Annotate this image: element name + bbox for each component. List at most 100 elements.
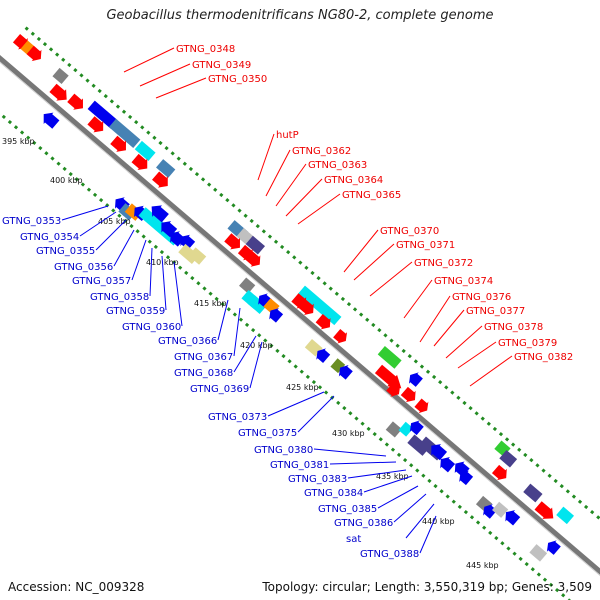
- label-leader: [139, 63, 191, 87]
- label-leader: [249, 341, 263, 389]
- tick-rail-outer: [389, 338, 394, 343]
- gene-label-forward: GTNG_0362: [292, 146, 351, 157]
- tick-rail-outer: [146, 130, 151, 135]
- tick-rail-outer: [352, 307, 358, 312]
- tick-rail-outer: [480, 416, 485, 421]
- tick-rail-inner: [159, 249, 165, 255]
- label-leader: [285, 178, 323, 217]
- tick-rail-outer: [383, 333, 388, 338]
- tick-rail-inner: [469, 515, 475, 520]
- gene-feature: [385, 421, 402, 438]
- tick-rail-outer: [596, 515, 600, 520]
- tick-rail-inner: [202, 286, 207, 291]
- tick-rail-outer: [577, 499, 583, 504]
- tick-rail-inner: [494, 535, 499, 541]
- tick-rail-outer: [565, 489, 570, 494]
- tick-rail-outer: [498, 432, 504, 437]
- tick-rail-inner: [463, 509, 469, 515]
- gene-feature: [407, 434, 430, 456]
- label-leader: [343, 229, 379, 273]
- gene-label-reverse: GTNG_0383: [288, 474, 347, 485]
- gene-label-reverse: GTNG_0388: [360, 549, 419, 560]
- tick-rail-outer: [468, 406, 473, 411]
- tick-rail-inner: [409, 463, 414, 468]
- tick-rail-inner: [7, 119, 13, 125]
- tick-rail-outer: [182, 161, 187, 166]
- label-leader: [297, 193, 341, 225]
- gene-label-reverse: GTNG_0375: [238, 428, 297, 439]
- tick-rail-outer: [194, 172, 200, 177]
- tick-rail-inner: [220, 301, 225, 307]
- gene-feature: [247, 295, 267, 314]
- label-leader: [131, 239, 147, 281]
- tick-rail-inner: [196, 281, 201, 286]
- genome-backbone: [0, 55, 600, 575]
- tick-rail-outer: [261, 229, 266, 234]
- label-leader: [61, 205, 109, 221]
- tick-rail-inner: [62, 166, 67, 172]
- tick-rail-inner: [299, 369, 304, 374]
- gene-label-forward: GTNG_0348: [176, 44, 235, 55]
- label-leader: [403, 279, 433, 319]
- gene-feature: [377, 346, 402, 369]
- gene-label-forward: GTNG_0349: [192, 60, 251, 71]
- tick-rail-inner: [403, 457, 408, 463]
- tick-rail-outer: [213, 187, 218, 192]
- tick-rail-outer: [371, 322, 376, 328]
- tick-rail-inner: [536, 572, 541, 577]
- tick-rail-inner: [439, 489, 444, 494]
- tick-rail-outer: [103, 94, 108, 99]
- label-leader: [469, 355, 513, 387]
- gene-label-reverse: GTNG_0357: [72, 276, 131, 287]
- tick-rail-outer: [48, 47, 54, 52]
- gene-feature: [499, 450, 518, 468]
- tick-rail-inner: [506, 546, 511, 551]
- label-leader: [161, 255, 167, 311]
- tick-rail-inner: [178, 265, 183, 270]
- tick-rail-inner: [311, 379, 317, 385]
- gene-label-reverse: GTNG_0353: [2, 216, 61, 227]
- tick-rail-inner: [378, 437, 383, 442]
- gene-label-forward: GTNG_0350: [208, 74, 267, 85]
- tick-rail-inner: [1, 114, 6, 120]
- tick-rail-outer: [456, 395, 461, 400]
- gene-label-reverse: GTNG_0369: [190, 384, 249, 395]
- tick-rail-inner: [38, 145, 43, 151]
- tick-rail-inner: [263, 338, 268, 343]
- gene-label-forward: hutP: [276, 130, 299, 141]
- tick-rail-inner: [165, 255, 171, 260]
- tick-rail-outer: [322, 281, 327, 286]
- tick-rail-outer: [444, 385, 449, 390]
- tick-rail-outer: [219, 192, 224, 198]
- tick-rail-outer: [67, 62, 72, 68]
- scale-label: 435 kbp: [376, 472, 409, 481]
- tick-rail-inner: [457, 504, 462, 510]
- gene-feature: [414, 398, 429, 414]
- gene-feature: [315, 314, 331, 330]
- tick-rail-outer: [407, 354, 412, 359]
- tick-rail-outer: [395, 343, 400, 348]
- gene-feature: [52, 67, 69, 85]
- accession-label: Accession: NC_009328: [8, 580, 145, 594]
- tick-rail-inner: [68, 171, 73, 177]
- tick-rail-inner: [542, 577, 548, 582]
- tick-rail-outer: [55, 52, 60, 57]
- tick-rail-inner: [281, 353, 286, 359]
- gene-feature: [491, 464, 507, 481]
- label-leader: [275, 163, 307, 207]
- tick-rail-outer: [279, 244, 285, 250]
- tick-rail-inner: [50, 156, 55, 161]
- scale-label: 445 kbp: [466, 561, 499, 570]
- label-leader: [155, 77, 207, 99]
- label-leader: [363, 475, 413, 493]
- gene-feature: [108, 118, 141, 148]
- tick-rail-outer: [164, 146, 169, 151]
- tick-rail-outer: [590, 510, 595, 515]
- tick-rail-inner: [74, 177, 79, 182]
- label-leader: [233, 307, 241, 357]
- gene-label-reverse: sat: [346, 534, 361, 545]
- gene-label-forward: GTNG_0376: [452, 292, 511, 303]
- tick-rail-outer: [511, 442, 516, 447]
- tick-rail-outer: [529, 458, 534, 463]
- gene-feature: [454, 461, 470, 477]
